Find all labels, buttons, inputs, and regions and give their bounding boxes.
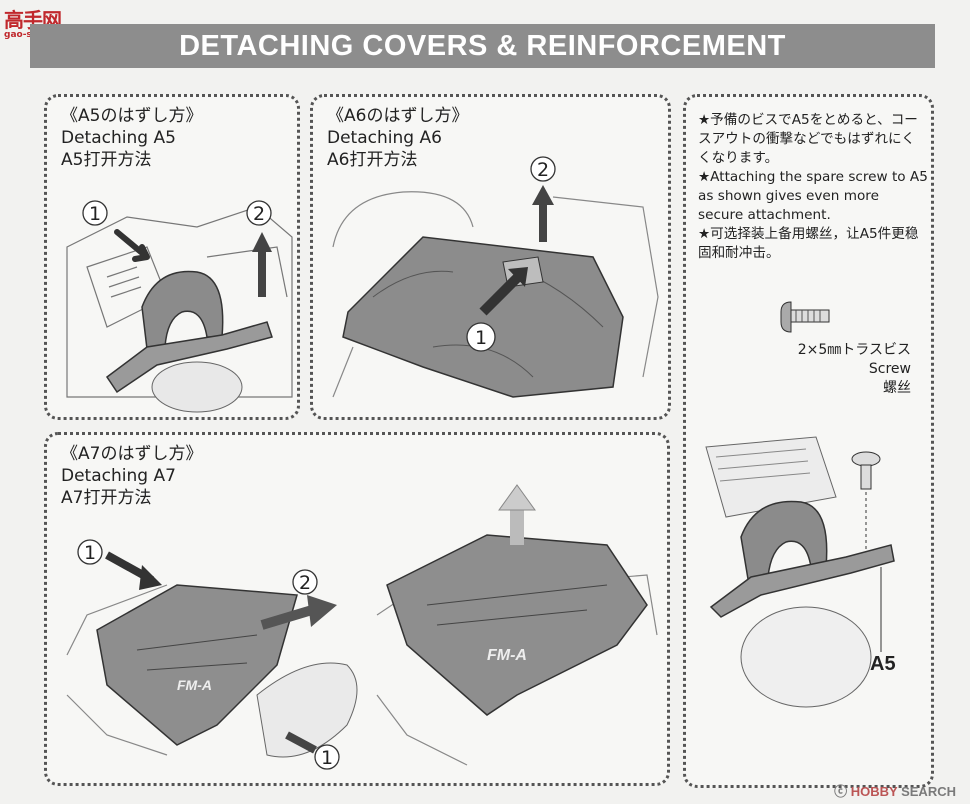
a5-heading-en: Detaching A5 (61, 128, 176, 148)
watermark-suffix: SEARCH (901, 784, 956, 799)
tip-text: ★予備のビスでA5をとめると、コースアウトの衝撃などでもはずれにくくなります。 … (698, 111, 928, 263)
a6-step-1: 1 (475, 327, 487, 349)
a7-step-3: 1 (321, 747, 333, 769)
screw-label-jp: 2×5㎜トラスビス (797, 342, 911, 358)
a7-heading-en: Detaching A7 (61, 466, 176, 486)
a7-heading-jp: 《A7のはずし方》 (61, 444, 203, 464)
a6-heading-en: Detaching A6 (327, 128, 442, 148)
a5-step-2: 2 (253, 203, 265, 225)
a7-illustration: FM-A FM-A 1 2 1 (66, 484, 658, 770)
tip-text-en: ★Attaching the spare screw to A5 as show… (698, 169, 928, 223)
a7-heading: 《A7のはずし方》 Detaching A7 A7打开方法 (61, 443, 202, 509)
watermark: ⓒ HOBBY SEARCH (834, 781, 956, 800)
a6-heading-jp: 《A6のはずし方》 (327, 106, 469, 126)
a5-part-label: A5 (870, 653, 896, 675)
panel-detaching-a7: 《A7のはずし方》 Detaching A7 A7打开方法 FM-A FM-A … (44, 432, 670, 786)
a5-heading-jp: 《A5のはずし方》 (61, 106, 203, 126)
a5-illustration: 1 2 (66, 200, 293, 413)
panel-reinforcement-tip: ★予備のビスでA5をとめると、コースアウトの衝撃などでもはずれにくくなります。 … (683, 94, 934, 788)
screw-label-cn: 螺丝 (883, 380, 911, 396)
a5-heading: 《A5のはずし方》 Detaching A5 A5打开方法 (61, 105, 202, 171)
panel-detaching-a6: 《A6のはずし方》 Detaching A6 A6打开方法 2 1 (310, 94, 671, 420)
a6-heading: 《A6のはずし方》 Detaching A6 A6打开方法 (327, 105, 468, 171)
a5-heading-cn: A5打开方法 (61, 150, 152, 170)
a7-heading-cn: A7打开方法 (61, 488, 152, 508)
a6-heading-cn: A6打开方法 (327, 150, 418, 170)
tip-text-cn: ★可选择装上备用螺丝，让A5件更稳固和耐冲击。 (698, 226, 919, 261)
svg-text:FM-A: FM-A (487, 647, 527, 664)
a7-step-2: 2 (299, 572, 311, 594)
screw-label: 2×5㎜トラスビス Screw 螺丝 (781, 341, 911, 398)
screw-label-en: Screw (868, 361, 911, 377)
watermark-mark: ⓒ (834, 784, 848, 799)
section-banner: DETACHING COVERS & REINFORCEMENT (30, 24, 935, 68)
panel-detaching-a5: 《A5のはずし方》 Detaching A5 A5打开方法 1 2 (44, 94, 300, 420)
a6-step-2: 2 (537, 159, 549, 181)
a6-illustration: 2 1 (332, 156, 659, 398)
screw-illustration (705, 301, 895, 708)
a5-step-1: 1 (89, 203, 101, 225)
a7-step-1: 1 (84, 542, 96, 564)
watermark-brand: HOBBY (850, 784, 898, 799)
tip-text-jp: ★予備のビスでA5をとめると、コースアウトの衝撃などでもはずれにくくなります。 (698, 112, 918, 166)
svg-text:FM-A: FM-A (177, 677, 212, 693)
